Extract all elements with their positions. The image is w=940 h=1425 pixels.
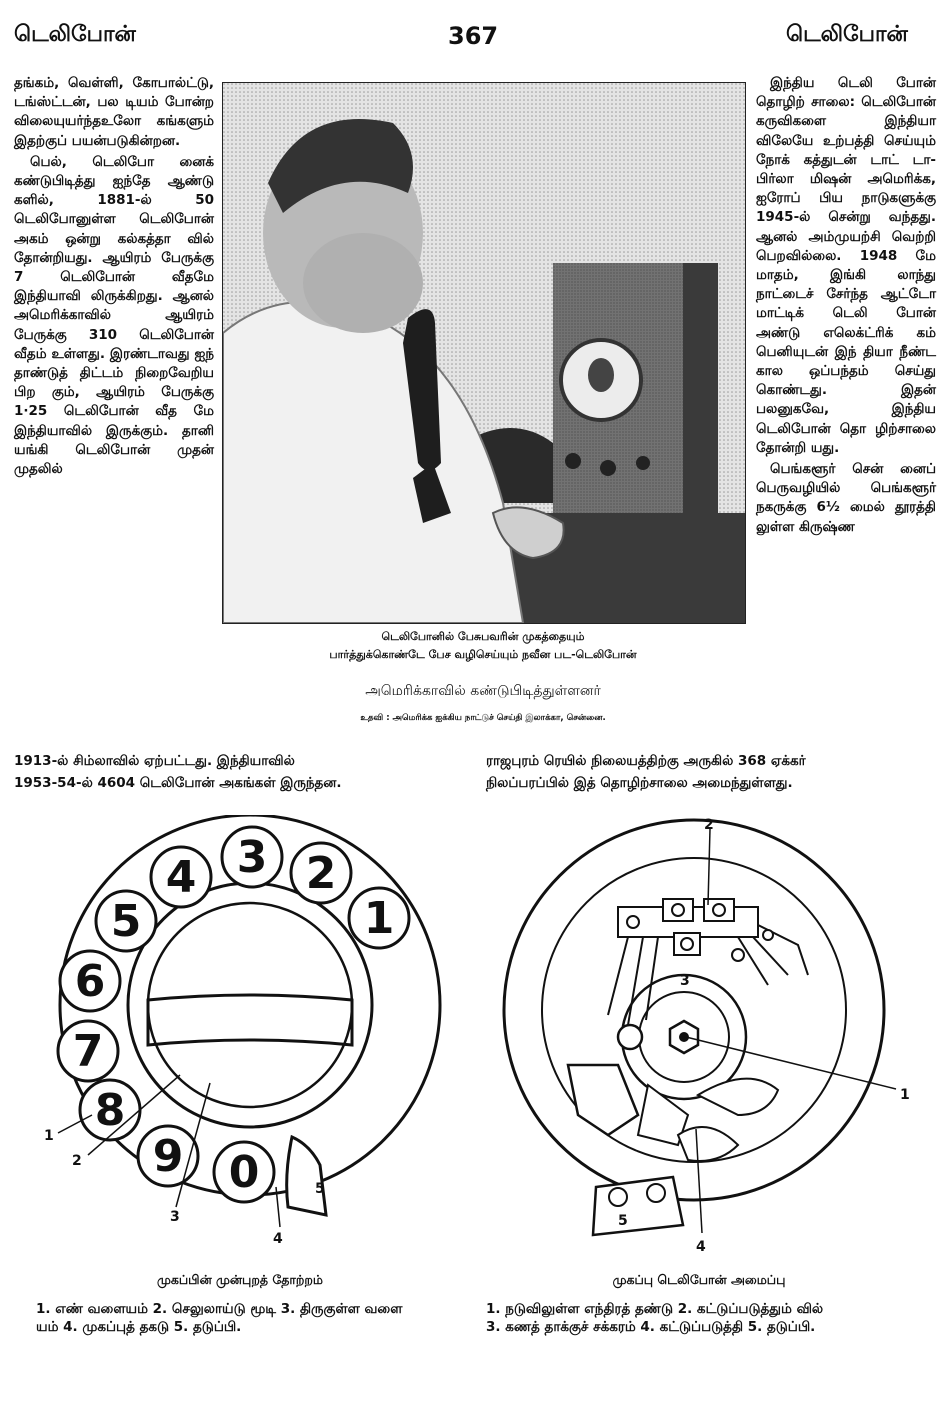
dial-digit-5: 5 [111,896,142,947]
running-head-left: டெலிபோன் [14,22,136,47]
continuation-left-line2: 1953-54-ல் 4604 டெலிபோன் அகங்கள் இருந்தன… [14,775,342,791]
dial-digit-7: 7 [73,1026,104,1077]
dial-digit-8: 8 [95,1085,126,1136]
videophone-photo [222,82,746,624]
dial-callout-5: 5 [315,1181,325,1197]
continuation-right-line1: ராஜபுரம் ரெயில் நிலையத்திற்கு அருகில் 36… [486,753,806,769]
left-paragraph-1: தங்கம், வெள்ளி, கோபால்ட்டு, டங்ஸ்ட்டன், … [14,75,214,149]
finger-hole-6 [58,949,122,1013]
finger-hole-0 [212,1140,276,1204]
running-head-right: டெலிபோன் [786,22,908,47]
dial-digit-0: 0 [229,1147,260,1198]
left-column: தங்கம், வெள்ளி, கோபால்ட்டு, டங்ஸ்ட்டன், … [14,74,214,479]
photo-credit: உதவி : அமெரிக்க ஐக்கிய நாட்டுச் செய்தி இ… [360,713,606,723]
dial-mechanism-diagram: 2 1 3 4 5 [502,817,910,1255]
page-number: 367 [448,22,499,50]
dial-digit-3: 3 [237,832,268,883]
videophone-illustration [223,83,745,623]
governor-block [566,1063,640,1137]
dial-front-diagram: 1 2 3 4 5 6 7 8 9 0 1 2 3 4 5 [44,815,442,1247]
left-paragraph-2: பெல், டெலிபோ னைக் கண்டுபிடித்து ஐந்தே ஆண… [14,153,214,478]
dial-callout-2: 2 [72,1153,82,1169]
dial-digit-4: 4 [166,852,197,903]
dial-digit-6: 6 [75,956,106,1007]
photo-caption-line2: பார்த்துக்கொண்டே பேச வழிசெய்யும் நவீன பட… [329,648,637,661]
mechanism-legend-line1: 1. நடுவிலுள்ள எந்திரத் தண்டு 2. கட்டுப்ப… [486,1301,824,1317]
finger-hole-4 [149,845,213,909]
mechanism-caption: முகப்பு டெலிபோன் அமைப்பு [612,1272,786,1287]
dial-callout-3: 3 [170,1209,180,1225]
finger-hole-2 [289,841,353,905]
dial-callout-4: 4 [273,1231,283,1247]
dial-digit-2: 2 [306,848,337,899]
mechanism-legend-line2: 3. கணத் தாக்குச் சக்கரம் 4. கட்டுப்படுத்… [486,1319,816,1335]
dial-inner-ring [126,881,374,1129]
right-column: இந்திய டெலி போன் தொழிற் சாலை: டெலிபோன் க… [756,74,936,537]
finger-stop [285,1134,328,1217]
dial-digit-1: 1 [364,893,395,944]
restraining-lever [695,1077,780,1117]
dial-caption: முகப்பின் முன்புறத் தோற்றம் [157,1272,323,1287]
finger-hole-3 [220,825,284,889]
mechanism-callout-1: 1 [900,1087,910,1103]
mechanism-callout-2: 2 [704,817,714,833]
dial-legend-line1: 1. எண் வளையம் 2. செலுலாய்டு மூடி 3. திரு… [36,1301,403,1317]
finger-stop-plate [591,1175,685,1237]
mechanism-callout-5: 5 [618,1213,628,1229]
dial-centre-strip [146,993,354,1047]
right-paragraph-1: இந்திய டெலி போன் தொழிற் சாலை: டெலிபோன் க… [756,75,936,456]
mechanism-callout-3: 3 [680,973,690,989]
mechanism-outer-rim [502,818,886,1202]
photo-caption-line3: அமெரிக்காவில் கண்டுபிடித்துள்ளனர் [365,683,601,699]
finger-hole-5 [94,889,158,953]
photo-caption-line1: டெலிபோனில் பேசுபவரின் முகத்தையும் [381,630,585,643]
dial-callout-1: 1 [44,1128,54,1144]
mechanism-callout-4: 4 [696,1239,706,1255]
right-paragraph-2: பெங்களூர் சென் னைப் பெருவழியில் பெங்களூர… [756,461,936,535]
finger-hole-9 [136,1124,200,1188]
continuation-right-line2: நிலப்பரப்பில் இத் தொழிற்சாலை அமைந்துள்ளத… [486,775,793,791]
finger-hole-7 [56,1019,120,1083]
finger-hole-1 [347,886,411,950]
dial-digit-9: 9 [153,1131,184,1182]
continuation-left-line1: 1913-ல் சிம்லாவில் ஏற்பட்டது. இந்தியாவில… [14,753,295,769]
dial-legend-line2: யம் 4. முகப்புத் தகடு 5. தடுப்பி. [36,1319,242,1335]
